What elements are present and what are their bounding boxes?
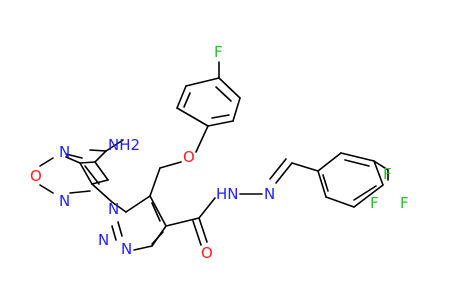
aryl-f-label: F [214,43,223,61]
carbonyl-o-label: O [201,244,213,262]
bonds [39,61,389,251]
triazole-n1-label: N [108,200,119,218]
triazole-n2-label: N [98,231,109,249]
atom-labels: NH2 N O N N N N O F O HN N F F F [30,43,409,262]
triazole-n3-label: N [121,240,132,258]
ether-o-label: O [183,148,195,166]
nh2-label: NH2 [108,136,140,154]
cf3-f-right-label: F [400,194,409,212]
amide-nh-label: HN [216,185,239,203]
furazan-n-bottom-label: N [59,192,70,210]
cf3-f-top-label: F [383,165,392,183]
imine-n-label: N [264,185,275,203]
furazan-n-top-label: N [59,143,70,161]
furazan-o-label: O [30,167,42,185]
cf3-f-left-label: F [370,194,379,212]
